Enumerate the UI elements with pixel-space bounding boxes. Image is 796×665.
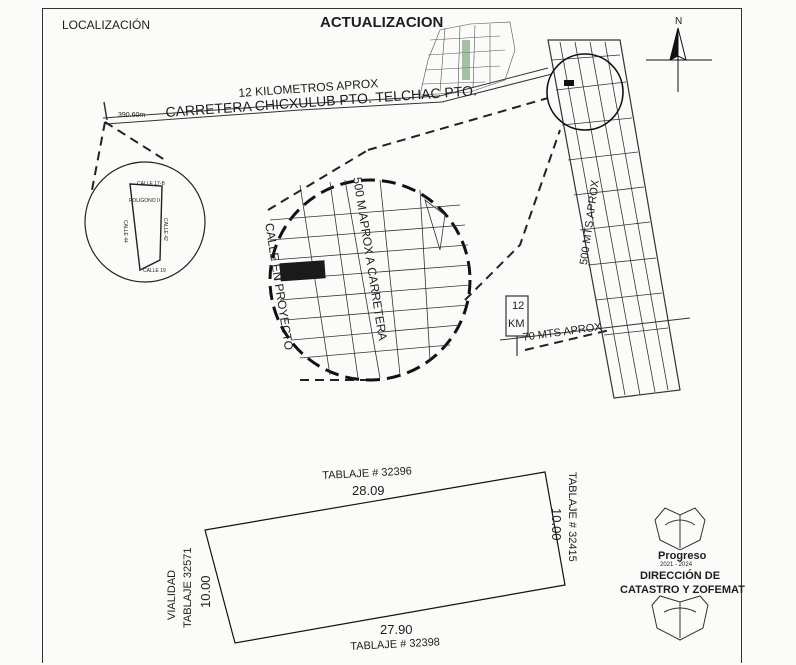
parcel-polygon bbox=[204, 471, 566, 644]
parcel-left-length: 10.00 bbox=[198, 575, 213, 608]
zoom-circle bbox=[268, 178, 472, 382]
km-sign bbox=[505, 295, 529, 356]
parcel-right-label: TABLAJE # 32415 bbox=[566, 472, 578, 562]
inset-street-bottom: CALLE 19 bbox=[143, 268, 166, 274]
inset-street-top: CALLE 17-B bbox=[137, 181, 165, 187]
parcel-right-length: 10.00 bbox=[549, 508, 564, 541]
parcel-left-label1: VIALIDAD bbox=[166, 569, 178, 620]
municipal-seal bbox=[651, 507, 709, 641]
inset-circle bbox=[84, 161, 206, 283]
localizacion-label: LOCALIZACIÓN bbox=[62, 18, 151, 32]
actualizacion-label: ACTUALIZACION bbox=[320, 14, 444, 31]
parcel-top-length: 28.09 bbox=[352, 483, 385, 498]
km-sign-line1: 12 bbox=[512, 300, 525, 312]
main-road bbox=[102, 67, 553, 125]
north-label: N bbox=[675, 16, 683, 27]
seal-dept-line1: DIRECCIÓN DE bbox=[640, 570, 721, 582]
seal-dept-line2: CATASTRO Y ZOFEMAT bbox=[620, 584, 745, 596]
inset-polygon-label: POLIGONO II bbox=[129, 198, 160, 204]
parcel-bottom-length: 27.90 bbox=[380, 622, 413, 637]
map-frame bbox=[42, 8, 742, 663]
seal-city: Progreso bbox=[658, 550, 707, 562]
parcel-left-label2: TABLAJE 32571 bbox=[182, 547, 194, 628]
right-strip bbox=[499, 39, 691, 399]
seal-years: 2021 - 2024 bbox=[660, 562, 693, 568]
north-arrow bbox=[646, 27, 712, 92]
town-patch bbox=[419, 21, 516, 96]
inset-street-right: CALLE 42 bbox=[162, 218, 168, 241]
dashed-connectors bbox=[91, 97, 611, 381]
inset-street-left: CALLE 44 bbox=[122, 220, 128, 243]
km-sign-line2: KM bbox=[508, 318, 525, 330]
road-segment-label: 390.60m bbox=[118, 112, 146, 119]
